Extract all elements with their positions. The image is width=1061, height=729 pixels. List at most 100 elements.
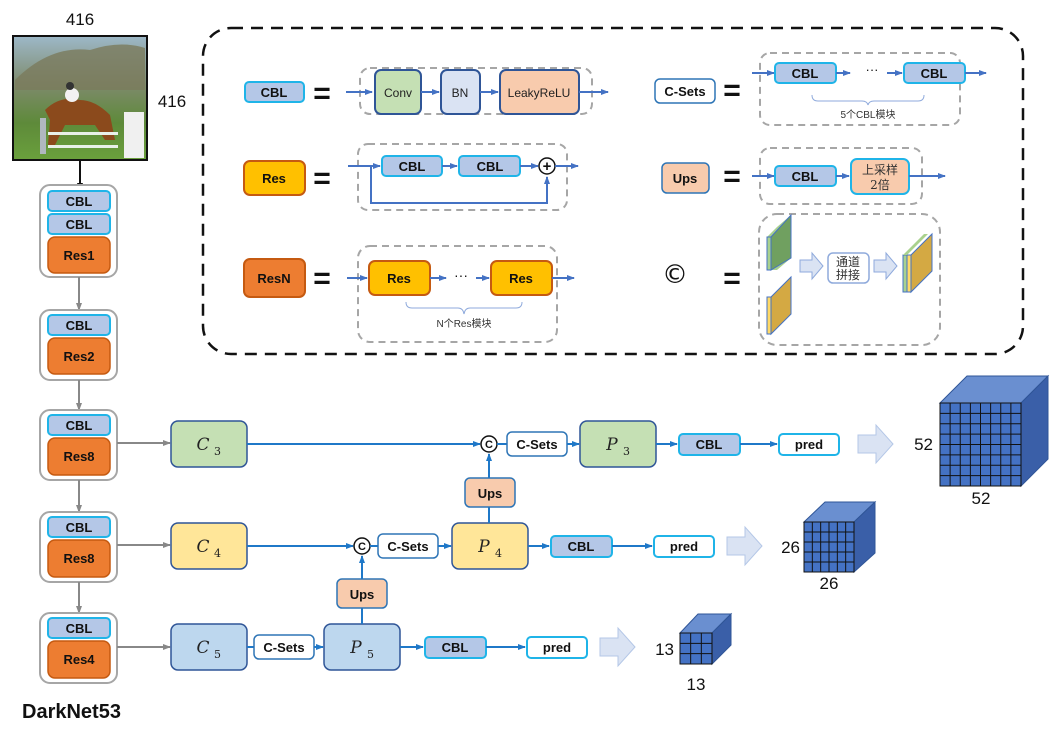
c5-box: C 5: [170, 623, 248, 671]
svg-text:5: 5: [367, 648, 374, 661]
backbone-stage-2: CBL Res2: [39, 309, 118, 381]
stage1-cbl-2: CBL: [66, 217, 93, 232]
svg-text:Ups: Ups: [673, 171, 698, 186]
add-icon: +: [543, 158, 552, 175]
c4-box: C 4: [170, 522, 248, 570]
cube-26-bottom-label: 26: [820, 574, 839, 593]
svg-text:C: C: [196, 435, 209, 455]
stage1-res: Res1: [63, 248, 94, 263]
output-cube-26: [802, 500, 877, 574]
p5-box: P 5: [323, 623, 401, 671]
svg-text:4: 4: [214, 547, 221, 560]
input-width-label: 416: [66, 10, 94, 29]
svg-text:CBL: CBL: [696, 437, 723, 452]
svg-text:CBL: CBL: [477, 159, 504, 174]
svg-text:CBL: CBL: [792, 169, 819, 184]
svg-text:P: P: [477, 537, 490, 557]
stage4-res: Res8: [63, 551, 94, 566]
svg-text:Res: Res: [509, 271, 533, 286]
svg-text:C: C: [485, 439, 493, 451]
input-height-label: 416: [158, 92, 186, 111]
svg-text:C: C: [358, 541, 366, 553]
ups-5: Ups: [336, 578, 388, 609]
svg-text:ResN: ResN: [257, 271, 290, 286]
cbl-5: CBL: [424, 636, 487, 659]
resn-caption: N个Res模块: [436, 318, 491, 330]
svg-text:C-Sets: C-Sets: [387, 539, 428, 554]
stage4-cbl: CBL: [66, 520, 93, 535]
svg-text:pred: pred: [670, 539, 698, 554]
svg-text:=: =: [723, 262, 741, 295]
backbone-stage-1: CBL CBL Res1: [39, 184, 118, 278]
pred-3: pred: [778, 433, 840, 456]
svg-text:C-Sets: C-Sets: [664, 84, 705, 99]
cube-13-bottom-label: 13: [687, 675, 706, 694]
stage1-cbl-1: CBL: [66, 194, 93, 209]
svg-text:Res: Res: [262, 171, 286, 186]
output-arrow-13: [599, 626, 636, 668]
svg-text:CBL: CBL: [921, 66, 948, 81]
svg-text:=: =: [313, 162, 331, 195]
svg-text:Ups: Ups: [478, 486, 503, 501]
backbone-stage-5: CBL Res4: [39, 612, 118, 684]
stage5-cbl: CBL: [66, 621, 93, 636]
stage5-res: Res4: [63, 652, 95, 667]
svg-text:=: =: [723, 160, 741, 193]
legend-leakyrelu: LeakyReLU: [508, 86, 571, 100]
svg-text:···: ···: [866, 62, 879, 77]
svg-text:···: ···: [454, 267, 468, 283]
legend-concat: © = 通道 拼接: [662, 213, 941, 346]
p3-box: P 3: [579, 420, 657, 468]
svg-text:C: C: [196, 638, 209, 658]
output-arrow-26: [726, 525, 763, 567]
legend-cbl: CBL = Conv BN LeakyReLU: [244, 67, 609, 115]
legend-box: [201, 26, 1025, 356]
cbl-4: CBL: [550, 535, 613, 558]
svg-text:pred: pred: [543, 640, 571, 655]
svg-text:5: 5: [214, 648, 221, 661]
svg-text:CBL: CBL: [261, 85, 288, 100]
cube-13-side-label: 13: [655, 640, 674, 659]
input-image: [12, 35, 148, 161]
cbl-3: CBL: [678, 433, 741, 456]
svg-text:CBL: CBL: [442, 640, 469, 655]
backbone-stage-4: CBL Res8: [39, 511, 118, 583]
stage2-cbl: CBL: [66, 318, 93, 333]
svg-text:C-Sets: C-Sets: [516, 437, 557, 452]
stage3-res: Res8: [63, 449, 94, 464]
cube-26-side-label: 26: [781, 538, 800, 557]
legend-resn: ResN = Res ··· Res N个Res模块: [243, 245, 575, 343]
pred-5: pred: [526, 636, 588, 659]
svg-text:3: 3: [623, 445, 630, 458]
cube-52-bottom-label: 52: [972, 489, 991, 508]
svg-text:=: =: [313, 77, 331, 110]
svg-text:3: 3: [214, 445, 221, 458]
stage2-res: Res2: [63, 349, 94, 364]
legend-res: Res = CBL CBL +: [243, 143, 579, 211]
concat-op-text-2: 拼接: [836, 267, 860, 282]
svg-text:pred: pred: [795, 437, 823, 452]
svg-text:C: C: [196, 537, 209, 557]
output-cube-52: [938, 374, 1050, 488]
ups-4: Ups: [464, 477, 516, 508]
svg-text:CBL: CBL: [399, 159, 426, 174]
cube-52-side-label: 52: [914, 435, 933, 454]
c3-box: C 3: [170, 420, 248, 468]
concat-3: C: [480, 435, 498, 453]
svg-text:4: 4: [495, 547, 502, 560]
output-arrow-52: [857, 423, 894, 465]
concat-op-text-1: 通道: [836, 255, 860, 269]
csets-caption: 5个CBL模块: [840, 109, 895, 121]
concat-4: C: [353, 537, 371, 555]
upsample-text-1: 上采样: [862, 162, 898, 177]
legend-conv: Conv: [384, 86, 412, 100]
stage3-cbl: CBL: [66, 418, 93, 433]
csets-4: C-Sets: [377, 533, 439, 559]
legend-csets: C-Sets = CBL ··· CBL 5个CBL模块: [654, 52, 987, 126]
csets-5: C-Sets: [253, 634, 315, 660]
legend-ups: Ups = CBL 上采样 2倍: [661, 147, 946, 205]
svg-text:Ups: Ups: [350, 587, 375, 602]
concat-icon: ©: [662, 260, 688, 290]
p4-box: P 4: [451, 522, 529, 570]
